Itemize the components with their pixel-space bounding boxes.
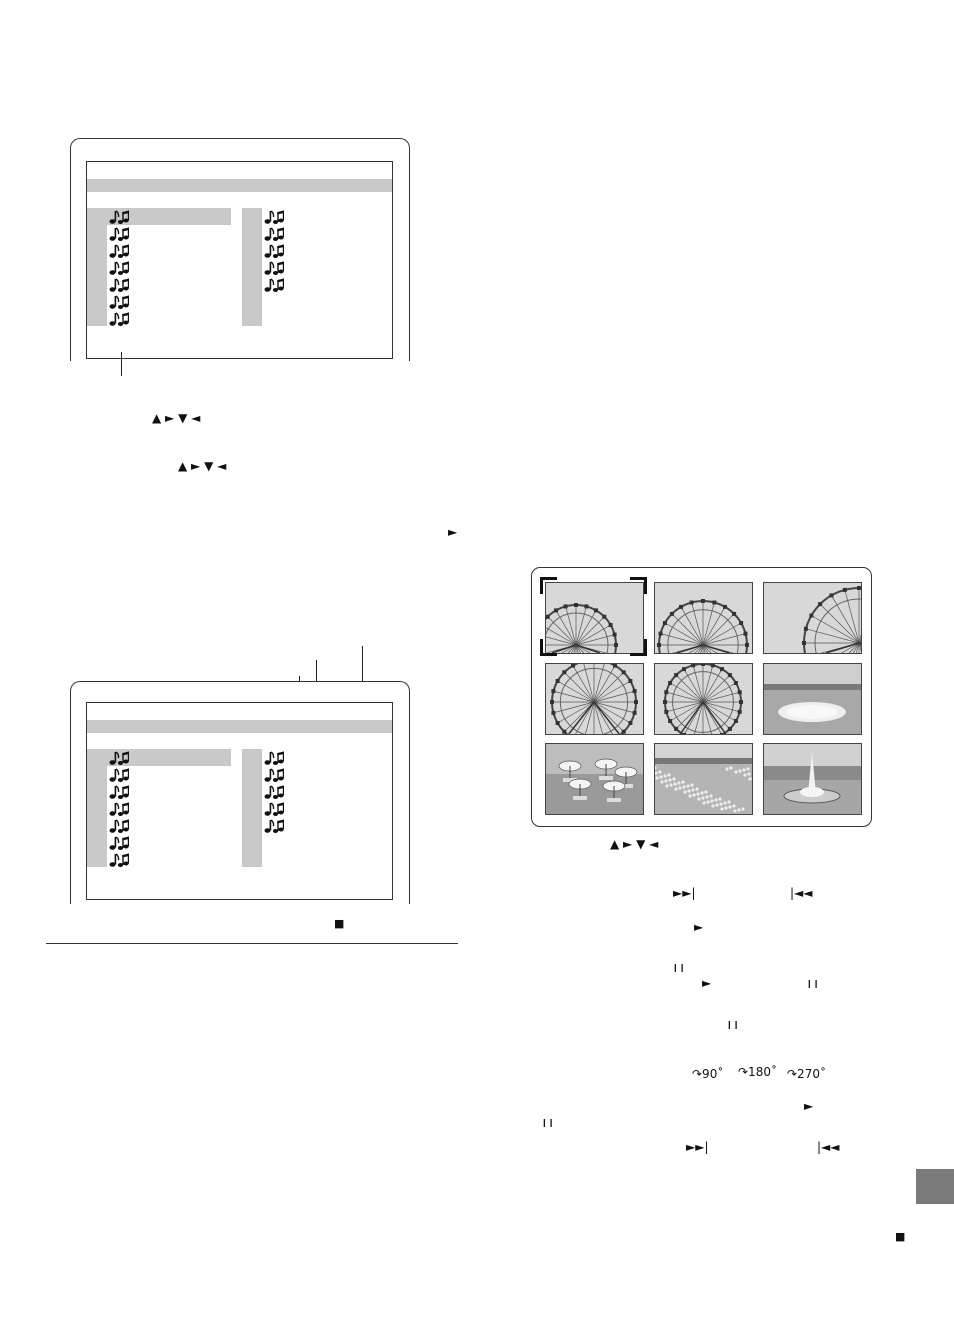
rotate-180-icon: ↷180˚ [738,1065,777,1079]
rotate-90-icon: ↷90˚ [692,1067,724,1081]
music-note-icon[interactable] [264,243,285,264]
stop-icon: ■ [334,917,345,930]
callout-line-2c [362,646,364,704]
rotate-270-icon: ↷270˚ [787,1067,826,1081]
cursor-corner-br [630,639,647,656]
section-divider [46,943,458,945]
music-note-icon[interactable] [264,784,285,805]
cursor-corner-tr [630,577,647,594]
music-note-icon[interactable] [264,818,285,839]
next-icon: ►►| [673,886,696,900]
callout-line-1 [121,352,123,376]
music-note-icon[interactable] [109,801,130,822]
right-column-strip [242,208,262,326]
cursor-corner-tl [540,577,557,594]
play-icon: ► [694,920,704,934]
pause-icon: ❙❙ [672,963,686,972]
music-note-icon[interactable] [264,260,285,281]
music-note-icon[interactable] [109,243,130,264]
menu-header-bar [87,720,392,733]
direction-arrows-1: ▲ ► ▼ ◄ [152,411,201,425]
music-note-icon[interactable] [264,750,285,771]
menu-screen-1 [86,161,393,359]
music-note-icon[interactable] [109,852,130,873]
prev-icon: |◄◄ [817,1140,840,1154]
menu-header-bar [87,179,392,192]
music-note-icon[interactable] [109,311,130,332]
music-note-icon[interactable] [264,226,285,247]
thumb-ferris-wheel-2[interactable] [654,582,753,654]
music-note-icon[interactable] [264,801,285,822]
music-note-icon[interactable] [109,767,130,788]
thumb-ferris-wheel-4[interactable] [545,663,644,735]
music-note-icon[interactable] [109,260,130,281]
thumb-ferris-wheel-1[interactable] [545,582,644,654]
music-note-icon[interactable] [264,209,285,230]
right-column-strip [242,749,262,867]
play-icon: ► [804,1099,814,1113]
music-note-icon[interactable] [109,277,130,298]
direction-arrows-3: ▲ ► ▼ ◄ [610,837,659,851]
direction-arrows-2: ▲ ► ▼ ◄ [178,459,227,473]
menu-screen-2 [86,702,393,900]
music-note-icon[interactable] [109,750,130,771]
selected-track-highlight[interactable] [107,749,231,766]
prev-icon: |◄◄ [790,886,813,900]
pause-icon: ❙❙ [806,979,820,988]
left-column-strip [87,749,107,867]
cursor-corner-bl [540,639,557,656]
selected-track-highlight[interactable] [107,208,231,225]
music-note-icon[interactable] [264,277,285,298]
thumb-flower-field[interactable] [654,743,753,815]
section-tab [916,1169,954,1204]
thumb-fountain[interactable] [763,743,862,815]
music-note-icon[interactable] [264,767,285,788]
play-icon: ► [448,525,458,539]
stop-icon: ■ [895,1230,906,1243]
thumbnail-panel [531,567,872,827]
music-note-icon[interactable] [109,209,130,230]
next-icon: ►►| [686,1140,709,1154]
music-note-icon[interactable] [109,818,130,839]
left-column-strip [87,208,107,326]
thumb-ferris-wheel-3[interactable] [763,582,862,654]
pause-icon: ❙❙ [541,1118,555,1127]
thumb-flower-bed[interactable] [763,663,862,735]
music-note-icon[interactable] [109,294,130,315]
music-note-icon[interactable] [109,226,130,247]
thumb-parasols[interactable] [545,743,644,815]
play-icon: ► [702,976,712,990]
pause-icon: ❙❙ [726,1020,740,1029]
music-note-icon[interactable] [109,835,130,856]
music-note-icon[interactable] [109,784,130,805]
thumb-ferris-wheel-5[interactable] [654,663,753,735]
